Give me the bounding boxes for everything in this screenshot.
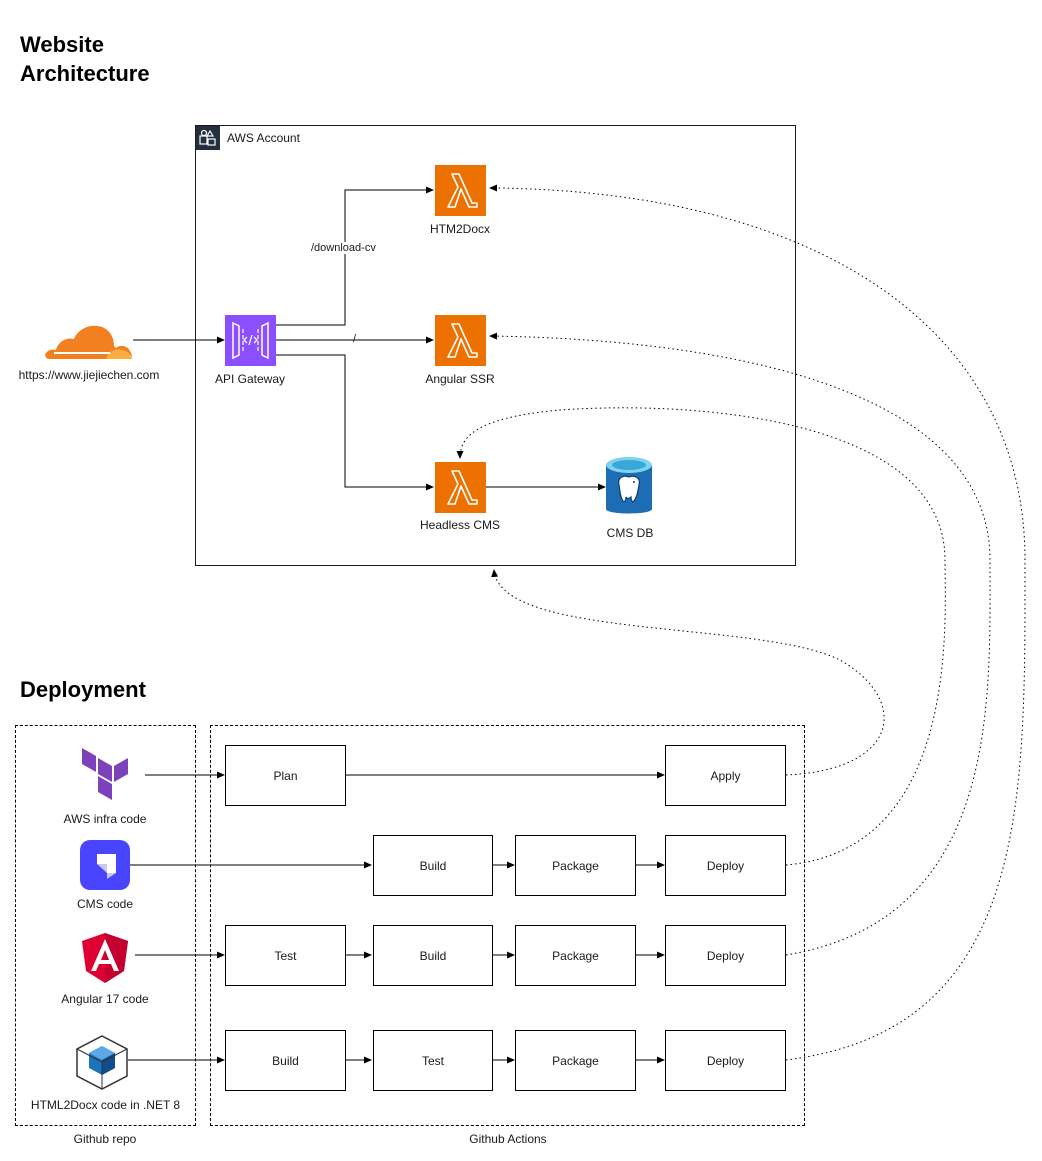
repo-item-dotnet-label: HTML2Docx code in .NET 8 <box>30 1098 181 1112</box>
aws-account-icon <box>196 126 220 150</box>
github-repo-group <box>15 725 196 1126</box>
step-dotnet-test: Test <box>373 1030 493 1091</box>
step-dotnet-deploy: Deploy <box>665 1030 786 1091</box>
angular-icon <box>82 933 128 983</box>
edge-dotnet-deploy <box>489 184 1026 1061</box>
github-actions-group <box>210 725 805 1126</box>
repo-item-aws-infra-label: AWS infra code <box>63 812 147 826</box>
repo-item-angular-label: Angular 17 code <box>61 992 149 1006</box>
headless-cms-lambda-icon <box>435 462 486 513</box>
step-dotnet-build: Build <box>225 1030 346 1091</box>
step-cms-build: Build <box>373 835 493 896</box>
edge-cms-deploy <box>456 407 946 866</box>
github-repo-label: Github repo <box>73 1132 137 1146</box>
dotnet-package-icon <box>75 1034 129 1090</box>
edge-angular-deploy <box>489 332 991 956</box>
repo-item-cms-label: CMS code <box>76 897 134 911</box>
htm2docx-label: HTM2Docx <box>429 222 490 236</box>
edge-api-htm2docx <box>275 186 434 326</box>
api-gateway-label: API Gateway <box>214 372 286 386</box>
cloudflare-label: https://www.jiejiechen.com <box>18 368 160 382</box>
headless-cms-label: Headless CMS <box>419 518 501 532</box>
step-angular-deploy: Deploy <box>665 925 786 986</box>
strapi-icon <box>80 840 130 890</box>
htm2docx-lambda-icon <box>435 165 486 216</box>
step-angular-test: Test <box>225 925 346 986</box>
step-apply: Apply <box>665 745 786 806</box>
cloudflare-icon <box>44 318 134 360</box>
step-dotnet-package: Package <box>515 1030 636 1091</box>
step-plan: Plan <box>225 745 346 806</box>
deployment-heading: Deployment <box>20 677 146 702</box>
edge-label-root: / <box>353 333 357 345</box>
github-actions-label: Github Actions <box>469 1132 547 1146</box>
architecture-heading: Website Architecture <box>20 32 150 86</box>
step-angular-build: Build <box>373 925 493 986</box>
cms-db-label: CMS DB <box>606 526 654 540</box>
aws-account-label: AWS Account <box>227 131 300 145</box>
terraform-icon <box>80 748 130 800</box>
edge-label-download-cv: /download-cv <box>311 242 376 254</box>
angular-ssr-label: Angular SSR <box>425 372 495 386</box>
angular-ssr-lambda-icon <box>435 315 486 366</box>
step-angular-package: Package <box>515 925 636 986</box>
aws-account-group <box>195 125 796 566</box>
edge-api-cms <box>275 354 434 491</box>
api-gateway-icon <box>225 315 276 366</box>
step-cms-deploy: Deploy <box>665 835 786 896</box>
postgres-db-icon <box>604 455 654 519</box>
step-cms-package: Package <box>515 835 636 896</box>
